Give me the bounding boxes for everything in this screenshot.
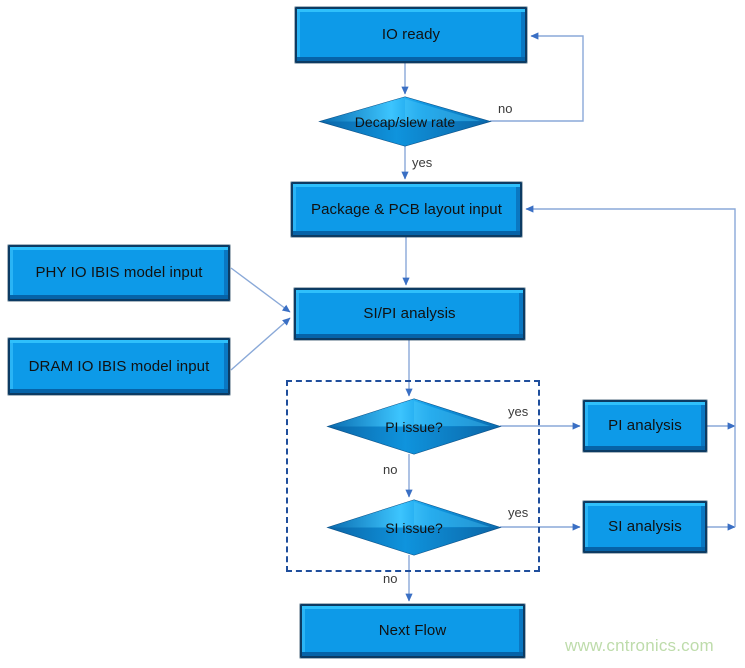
- node-pi-issue[interactable]: PI issue?: [326, 398, 502, 455]
- node-pi-analysis-label: PI analysis: [608, 417, 682, 435]
- node-si-pi-analysis[interactable]: SI/PI analysis: [294, 288, 525, 340]
- node-next-flow-label: Next Flow: [378, 622, 447, 640]
- node-si-pi-analysis-label: SI/PI analysis: [363, 305, 456, 323]
- node-package-pcb-layout-input[interactable]: Package & PCB layout input: [291, 182, 522, 237]
- edge-label-pi-issue-yes: yes: [508, 404, 529, 419]
- node-phy-io-ibis-model-input[interactable]: PHY IO IBIS model input: [8, 245, 230, 301]
- edge-label-si-issue-yes: yes: [508, 505, 529, 520]
- si-issue-diamond-shape: [326, 499, 502, 556]
- node-pi-analysis[interactable]: PI analysis: [583, 400, 707, 452]
- node-dram-io-ibis-model-input[interactable]: DRAM IO IBIS model input: [8, 338, 230, 395]
- node-dram-io-ibis-model-input-label: DRAM IO IBIS model input: [28, 357, 210, 375]
- edge-label-pi-issue-no: no: [383, 462, 398, 477]
- node-package-pcb-layout-input-label: Package & PCB layout input: [310, 200, 503, 218]
- node-si-analysis-label: SI analysis: [608, 518, 682, 536]
- node-decap-slew-rate[interactable]: Decap/slew rate: [318, 96, 492, 147]
- edge-return-bus-to-package: [525, 205, 736, 527]
- edge-label-decap-yes: yes: [412, 155, 433, 170]
- issue-loop-region: [286, 380, 540, 572]
- edge-phy-sipi: [230, 267, 291, 313]
- edge-label-si-issue-no: no: [383, 571, 398, 586]
- node-next-flow[interactable]: Next Flow: [300, 604, 525, 658]
- node-si-issue[interactable]: SI issue?: [326, 499, 502, 556]
- watermark: www.cntronics.com: [565, 636, 714, 655]
- node-phy-io-ibis-model-input-label: PHY IO IBIS model input: [35, 264, 203, 282]
- node-si-analysis[interactable]: SI analysis: [583, 501, 707, 553]
- decap-diamond-shape: [318, 96, 492, 147]
- pi-issue-diamond-shape: [326, 398, 502, 455]
- edge-label-decap-no: no: [498, 101, 513, 116]
- node-io-ready[interactable]: IO ready: [295, 7, 527, 63]
- edge-dram-sipi: [230, 317, 291, 371]
- node-io-ready-label: IO ready: [381, 26, 441, 44]
